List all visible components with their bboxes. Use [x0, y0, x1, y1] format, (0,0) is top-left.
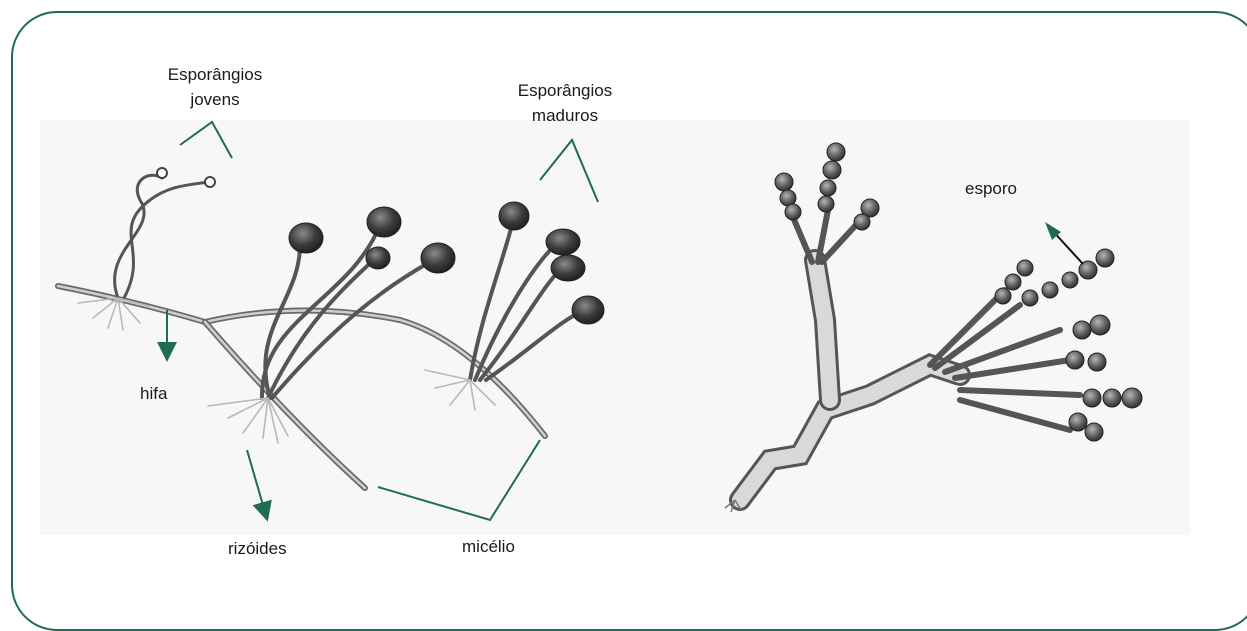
- label-mycelium: micélio: [462, 534, 515, 559]
- label-rhizoids: rizóides: [228, 536, 287, 561]
- label-mature-sporangia-line2: maduros: [500, 103, 630, 128]
- label-spore: esporo: [965, 176, 1017, 201]
- label-young-sporangia-line1: Esporângios: [155, 62, 275, 87]
- label-mature-sporangia-line1: Esporângios: [500, 78, 630, 103]
- label-hypha: hifa: [140, 381, 167, 406]
- label-young-sporangia: Esporângios jovens: [155, 62, 275, 112]
- label-mature-sporangia: Esporângios maduros: [500, 78, 630, 128]
- label-young-sporangia-line2: jovens: [155, 87, 275, 112]
